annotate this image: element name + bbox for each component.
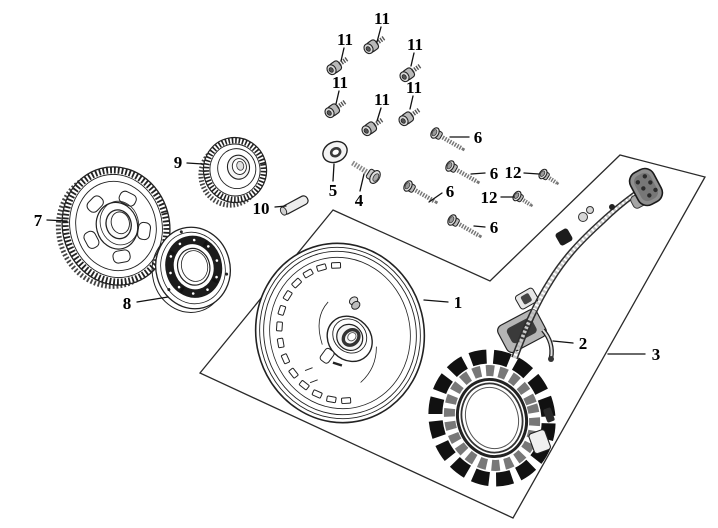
idle-gear-9 xyxy=(198,136,268,208)
callout-11c: 11 xyxy=(407,35,423,67)
leader-line xyxy=(473,225,486,228)
leader-line xyxy=(186,162,204,165)
flywheel-rotor-1 xyxy=(254,242,426,424)
leader-line xyxy=(423,299,449,303)
washer-5 xyxy=(322,140,348,164)
starter-driven-gear-7 xyxy=(55,166,171,289)
part-label: 6 xyxy=(446,182,455,201)
part-label: 7 xyxy=(34,211,43,230)
part-label: 2 xyxy=(579,334,588,353)
callout-6d: 6 xyxy=(473,218,499,237)
callout-6b: 6 xyxy=(470,164,499,183)
part-label: 8 xyxy=(123,294,132,313)
wire-harness xyxy=(511,167,664,360)
part-label: 6 xyxy=(490,164,499,183)
part-label: 11 xyxy=(337,30,353,49)
part-label: 9 xyxy=(174,153,183,172)
callout-2: 2 xyxy=(552,334,588,353)
callout-10: 10 xyxy=(253,199,287,218)
part-label: 11 xyxy=(374,90,390,109)
part-label: 11 xyxy=(406,78,422,97)
leader-line xyxy=(376,26,382,43)
harness-clip xyxy=(578,212,588,222)
callout-6a: 6 xyxy=(449,128,483,147)
leader-line xyxy=(552,340,574,344)
leader-line xyxy=(332,163,335,182)
flywheel-hub xyxy=(326,315,373,363)
part-label: 1 xyxy=(454,293,463,312)
callout-11e: 11 xyxy=(374,90,390,122)
callout-7: 7 xyxy=(34,211,68,230)
callout-11d: 11 xyxy=(332,73,348,105)
stator-wire-clamp xyxy=(514,287,539,310)
part-label: 11 xyxy=(374,9,390,28)
part-label: 6 xyxy=(474,128,483,147)
callout-8: 8 xyxy=(123,294,169,313)
callout-1: 1 xyxy=(423,293,463,312)
part-label: 5 xyxy=(329,181,338,200)
part-label: 11 xyxy=(332,73,348,92)
stator-side-tab xyxy=(528,429,551,455)
leader-line xyxy=(335,90,340,105)
callout-11f: 11 xyxy=(406,78,422,110)
leader-line xyxy=(470,172,486,175)
harness-clip xyxy=(586,206,594,214)
harness-clamp xyxy=(555,228,573,246)
harness-connector xyxy=(628,167,664,209)
leader-line xyxy=(410,52,415,67)
leader-line xyxy=(409,95,414,110)
flange-bolt-4 xyxy=(349,159,381,184)
callout-5: 5 xyxy=(329,163,338,200)
part-label: 12 xyxy=(505,163,522,182)
leader-line xyxy=(136,296,169,303)
part-label: 12 xyxy=(481,188,498,207)
leader-line xyxy=(46,219,68,222)
leader-line xyxy=(376,107,382,122)
one-way-clutch-8 xyxy=(151,226,231,313)
assembly-outline-box xyxy=(198,154,706,519)
stator-coil-2 xyxy=(428,287,556,487)
leader-line xyxy=(340,47,345,62)
callout-11b: 11 xyxy=(337,30,353,62)
callout-12b: 12 xyxy=(481,188,515,207)
callout-9: 9 xyxy=(174,153,204,172)
callout-4: 4 xyxy=(355,173,365,210)
flange-bolts-6 xyxy=(402,126,484,241)
callout-6c: 6 xyxy=(428,182,455,203)
leader-line xyxy=(428,192,443,203)
callout-11a: 11 xyxy=(374,9,390,43)
callout-12a: 12 xyxy=(505,163,540,182)
part-label: 4 xyxy=(355,191,364,210)
leader-line xyxy=(523,172,540,175)
callout-3: 3 xyxy=(607,345,661,364)
part-label: 10 xyxy=(253,199,270,218)
part-label: 3 xyxy=(652,345,661,364)
leader-line xyxy=(274,205,287,208)
callouts: 1 2 3 4 5 6 6 6 xyxy=(34,9,661,364)
dowel-pin-10 xyxy=(279,195,309,216)
part-label: 6 xyxy=(490,218,499,237)
leader-line xyxy=(359,173,365,192)
part-label: 11 xyxy=(407,35,423,54)
